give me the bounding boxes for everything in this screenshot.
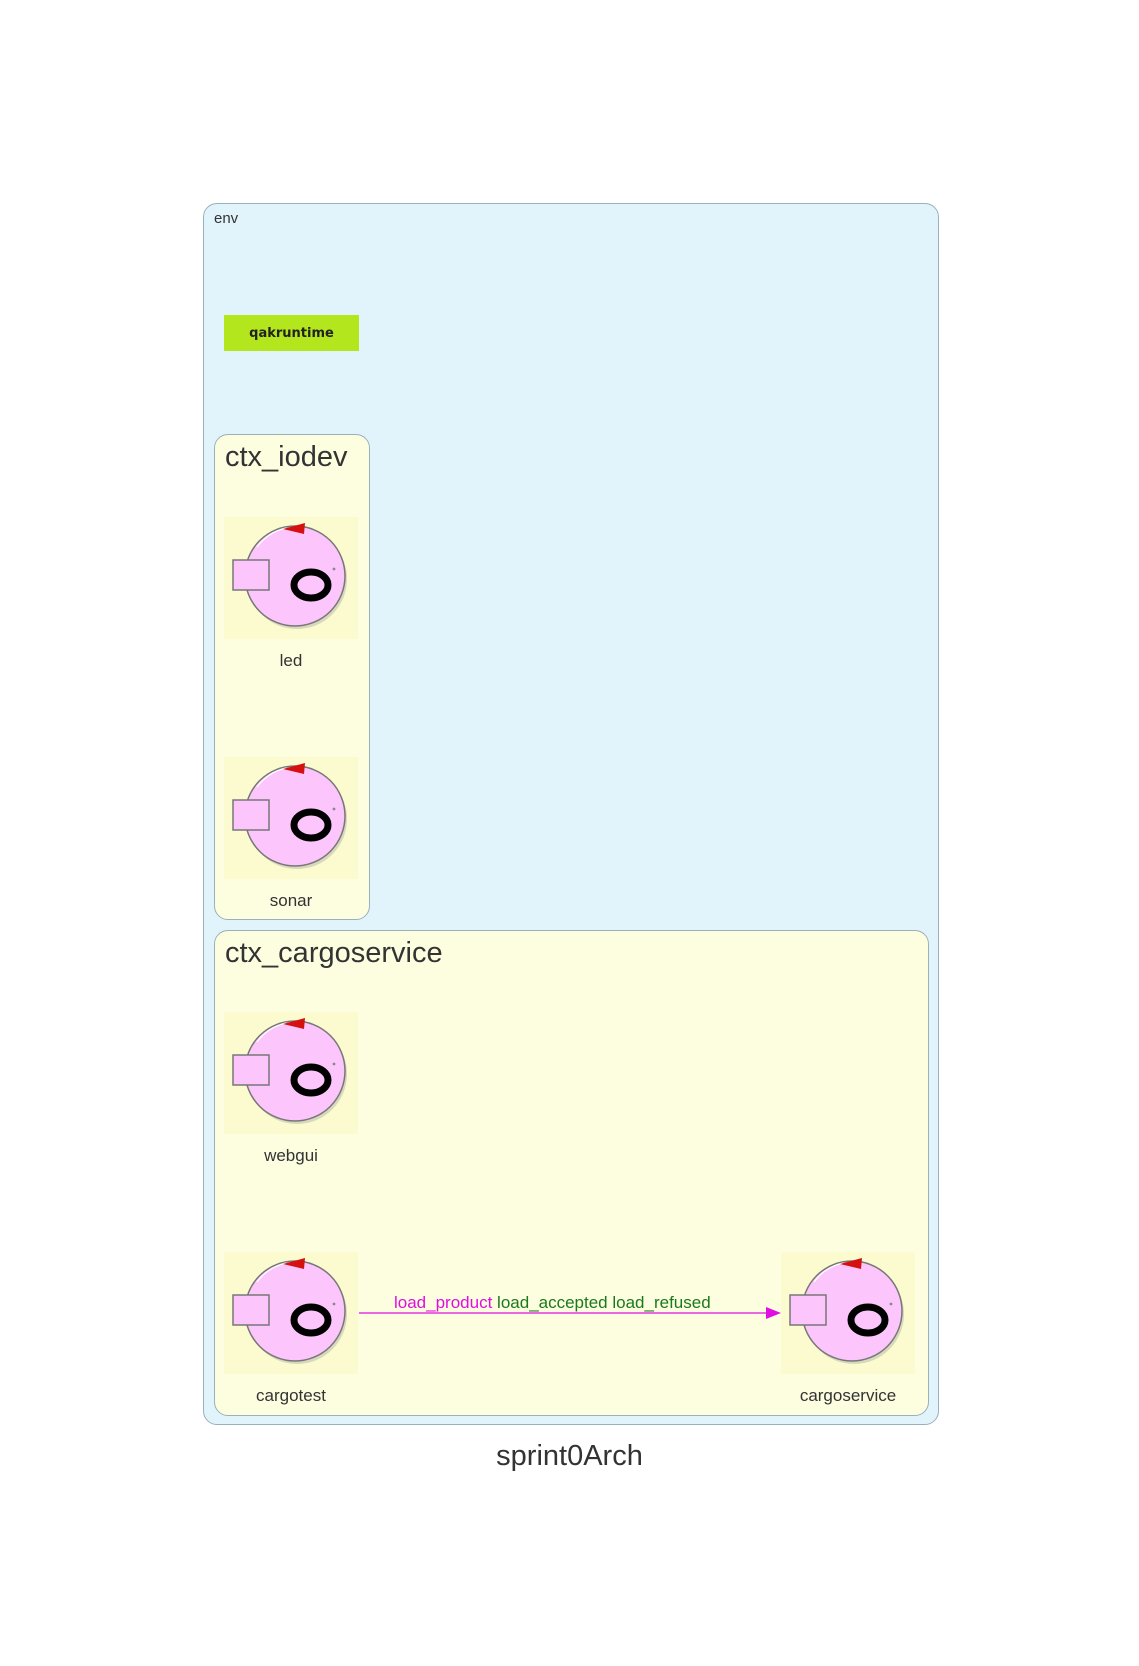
diagram-title: sprint0Arch (496, 1440, 643, 1472)
actor-sonar-label: sonar (269, 891, 313, 910)
message-labels: load_product load_accepted load_refused (394, 1293, 711, 1313)
actor-cargoservice-label: cargoservice (799, 1386, 897, 1405)
actor-icon (224, 1012, 358, 1134)
qakruntime-badge: qakruntime (224, 315, 359, 351)
actor-led[interactable]: led (224, 517, 358, 670)
context-cargoservice-title: ctx_cargoservice (225, 937, 443, 969)
message-request-label: load_product (394, 1293, 493, 1312)
context-iodev-title: ctx_iodev (225, 441, 348, 473)
actor-icon (224, 1252, 358, 1374)
actor-sonar[interactable]: sonar (224, 757, 358, 910)
actor-webgui-label: webgui (264, 1146, 318, 1165)
actor-webgui[interactable]: webgui (224, 1012, 358, 1165)
actor-cargotest[interactable]: cargotest (224, 1252, 358, 1405)
actor-icon (224, 517, 358, 639)
env-label: env (214, 210, 239, 227)
actor-led-label: led (279, 651, 303, 670)
actor-icon (224, 757, 358, 879)
message-edge-arrowhead (766, 1307, 781, 1319)
actor-cargoservice[interactable]: cargoservice (781, 1252, 915, 1405)
actor-icon (781, 1252, 915, 1374)
message-reply-labels: load_accepted load_refused (497, 1293, 711, 1312)
actor-cargotest-label: cargotest (256, 1386, 326, 1405)
